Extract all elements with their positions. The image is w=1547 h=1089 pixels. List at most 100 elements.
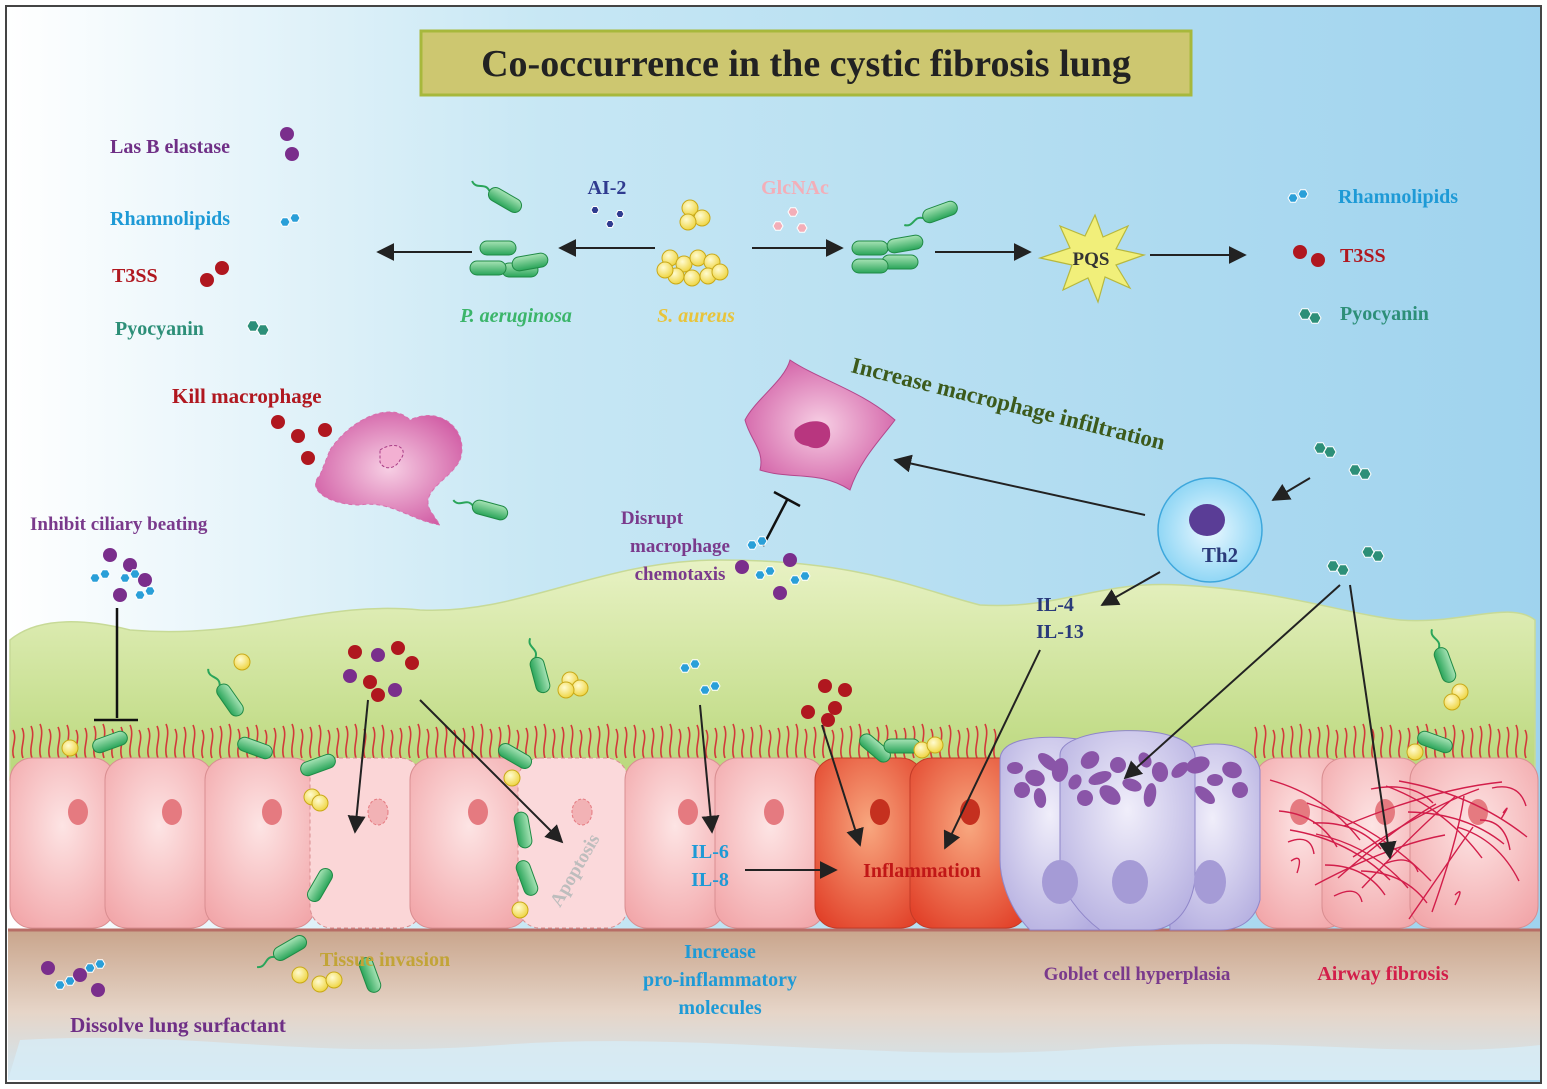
cilium: [1479, 725, 1483, 759]
cilium: [471, 725, 475, 759]
t3ss-icon: [371, 688, 385, 702]
fibrosis-fiber: [1290, 857, 1301, 874]
ai2-molecule: [615, 210, 625, 218]
cilium: [1362, 723, 1366, 759]
cilium: [1452, 724, 1456, 759]
cell-nuclei: [68, 798, 1488, 826]
virulence-factor: [348, 645, 362, 659]
pyocyanin-icon: [1348, 464, 1362, 476]
pyocyanin-icon: [1358, 468, 1372, 480]
cilium: [309, 726, 313, 759]
t3ss-icon: [215, 261, 229, 275]
staph-coccus: [233, 653, 251, 671]
rod-body: [851, 258, 889, 274]
staph-coccus: [291, 966, 309, 984]
fibrosis-fiber: [1385, 785, 1483, 859]
cilium: [588, 727, 592, 759]
cilium: [381, 724, 385, 759]
mucin-granule: [1232, 782, 1248, 798]
t3ss-icon: [318, 423, 332, 437]
mucin-granule: [1207, 774, 1223, 786]
macrophage-dying: [315, 411, 463, 526]
glcnac-molecule: [787, 207, 799, 217]
t3ss-icon: [838, 683, 852, 697]
fibrosis-fiber: [1370, 786, 1434, 804]
sa-label: S. aureus: [657, 305, 735, 327]
t3ss-icon: [291, 429, 305, 443]
arrows: [347, 239, 1397, 879]
pyocyanin-icon: [1371, 550, 1385, 562]
cilium: [345, 725, 349, 759]
rhamnolipids-label: Rhamnolipids: [1338, 186, 1458, 208]
cilium: [219, 725, 223, 759]
cilium: [840, 727, 844, 759]
cilium: [408, 725, 412, 759]
cilium: [813, 726, 817, 759]
fibrosis-fiber: [1407, 811, 1505, 845]
mucin-granule: [1110, 757, 1126, 773]
cilium: [165, 723, 169, 759]
pyocyanin-icon: [1308, 312, 1322, 324]
cilium: [48, 728, 52, 759]
virulence-factor: [371, 648, 385, 662]
rod-body: [497, 743, 533, 769]
cilium: [21, 727, 25, 759]
cilium: [552, 728, 556, 759]
mucin-granule: [1068, 774, 1082, 790]
rod-body: [272, 935, 308, 961]
pa-label: P. aeruginosa: [459, 305, 572, 327]
rhamnolipid-icon: [799, 571, 811, 581]
cilium: [1506, 726, 1510, 759]
lasb-icon: [113, 588, 127, 602]
cilium: [129, 724, 133, 759]
rhamnolipid-icon: [289, 213, 301, 223]
mucin-granule: [1025, 769, 1045, 787]
fibrosis-fiber: [1456, 826, 1520, 882]
rhamnolipid-icon: [679, 663, 691, 673]
fibrosis-fiber: [1312, 822, 1382, 850]
rod-body: [922, 200, 958, 224]
cilium: [687, 726, 691, 759]
rod-body: [1417, 730, 1453, 754]
inhibition-markers: [94, 490, 801, 722]
pseudomonas-rod: [528, 637, 551, 694]
pyocyanin-icon: [1336, 564, 1350, 576]
rhamnolipid-icon: [89, 573, 101, 583]
ai2-molecule: [605, 220, 615, 228]
virulence-factor: [388, 683, 402, 697]
mucin-granule: [1007, 762, 1023, 774]
staph-coccus: [926, 736, 944, 754]
cilium: [1281, 727, 1285, 759]
staph-coccus: [311, 794, 329, 812]
virulence-factor: [391, 641, 405, 655]
cilium: [417, 723, 421, 759]
fibrosis-fiber: [1324, 864, 1386, 896]
epithelial-cell: [714, 757, 826, 929]
cilium: [1272, 729, 1276, 759]
fibrosis-fiber: [1269, 779, 1361, 841]
cilium: [354, 723, 358, 759]
flagellum: [1430, 629, 1441, 649]
cilium: [228, 723, 232, 759]
fibrosis-fiber: [1500, 807, 1508, 820]
mucin-granule: [1033, 788, 1047, 808]
cilium: [768, 729, 772, 759]
pseudomonas-rod: [92, 730, 128, 754]
cilium: [57, 726, 61, 759]
pseudomonas-rod: [859, 733, 891, 763]
fibrosis-label: Airway fibrosis: [1317, 963, 1449, 985]
rod-body: [515, 860, 539, 896]
rhamnolipid-icon: [709, 681, 721, 691]
cilium: [1290, 725, 1294, 759]
cilium: [660, 725, 664, 759]
pqs-label: PQS: [1073, 249, 1110, 270]
virulence-factor: [343, 669, 357, 683]
cilium: [12, 729, 16, 759]
cilium: [390, 729, 394, 759]
pyocyanin-label: Pyocyanin: [1340, 303, 1429, 325]
cilium: [579, 729, 583, 759]
t3ss-icon: [818, 679, 832, 693]
rhamnolipid-icon: [754, 570, 766, 580]
t3ss-icon: [1293, 245, 1307, 259]
